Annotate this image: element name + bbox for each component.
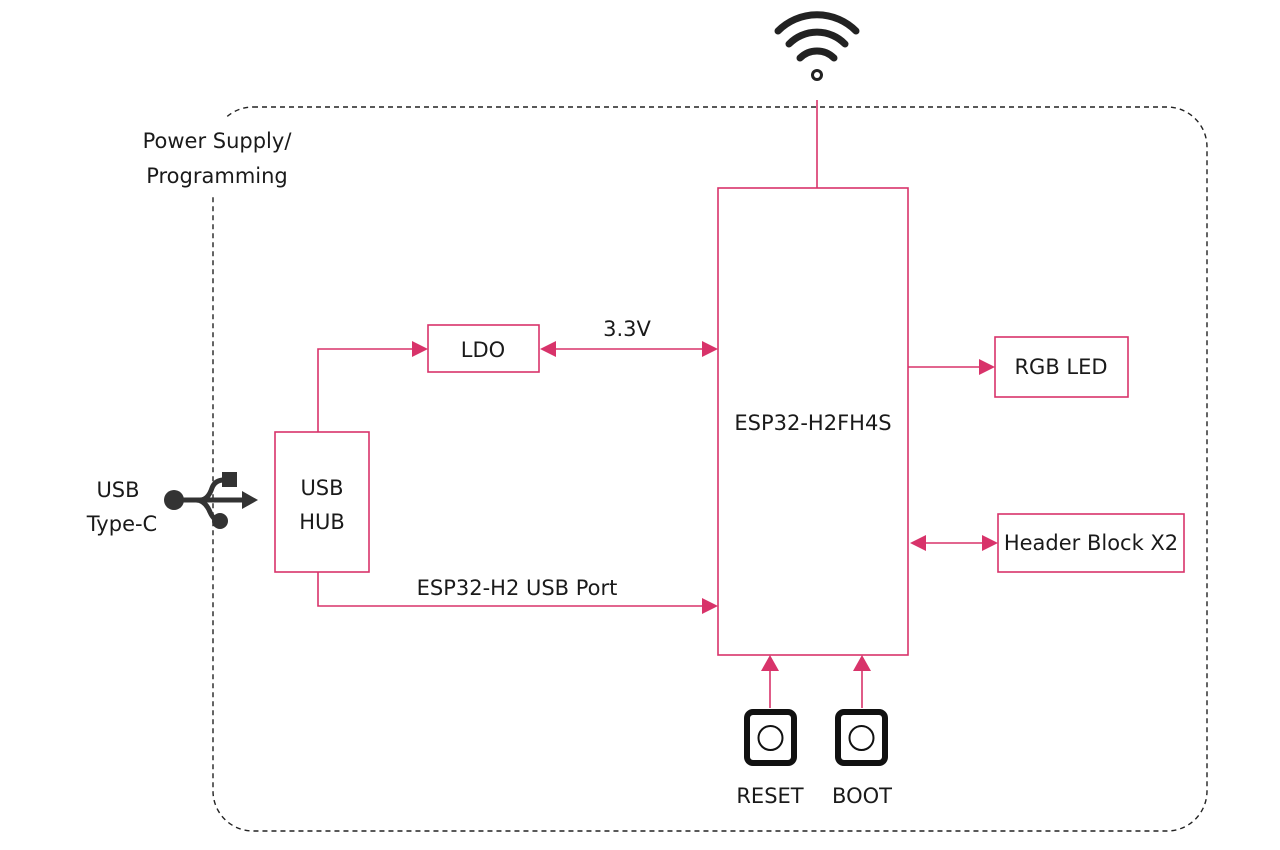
group-label-line2: Programming: [146, 164, 288, 188]
rgb-led-block: [994, 336, 1129, 398]
rgb-led-label: RGB LED: [1014, 355, 1107, 379]
reset-label: RESET: [736, 784, 803, 808]
chip-to-rgb-led-arrow: [908, 359, 995, 375]
hub-to-ldo-arrow: [317, 341, 428, 432]
usb-hub-label-line1: USB: [300, 476, 343, 500]
reset-to-chip-arrow: [761, 655, 779, 708]
usb-connector-label-line1: USB: [96, 478, 139, 502]
usb-icon: [164, 472, 258, 529]
boot-label: BOOT: [832, 784, 892, 808]
esp32-chip-block: [717, 187, 909, 656]
chip-header-arrow: [910, 535, 998, 551]
ldo-label: LDO: [461, 338, 505, 362]
chip-label: ESP32-H2FH4S: [734, 411, 891, 435]
hub-to-chip-usb-arrow: [317, 572, 718, 614]
group-label-background: [132, 118, 304, 196]
usb-hub-label-line2: HUB: [299, 510, 345, 534]
boot-button-icon: [835, 709, 888, 766]
group-label-line1: Power Supply/: [143, 129, 293, 153]
voltage-label: 3.3V: [603, 317, 651, 341]
reset-button-icon: [744, 709, 797, 766]
power-supply-group-boundary: [212, 106, 1208, 832]
header-block: [997, 513, 1185, 573]
ldo-block: [427, 324, 540, 373]
ldo-to-chip-arrow: [540, 341, 718, 357]
header-block-label: Header Block X2: [1004, 531, 1178, 555]
usb-connector-label-line2: Type-C: [86, 512, 157, 536]
wifi-icon: [774, 11, 860, 81]
usb-hub-block: [274, 431, 370, 573]
usb-port-label: ESP32-H2 USB Port: [417, 576, 618, 600]
boot-to-chip-arrow: [853, 655, 871, 708]
